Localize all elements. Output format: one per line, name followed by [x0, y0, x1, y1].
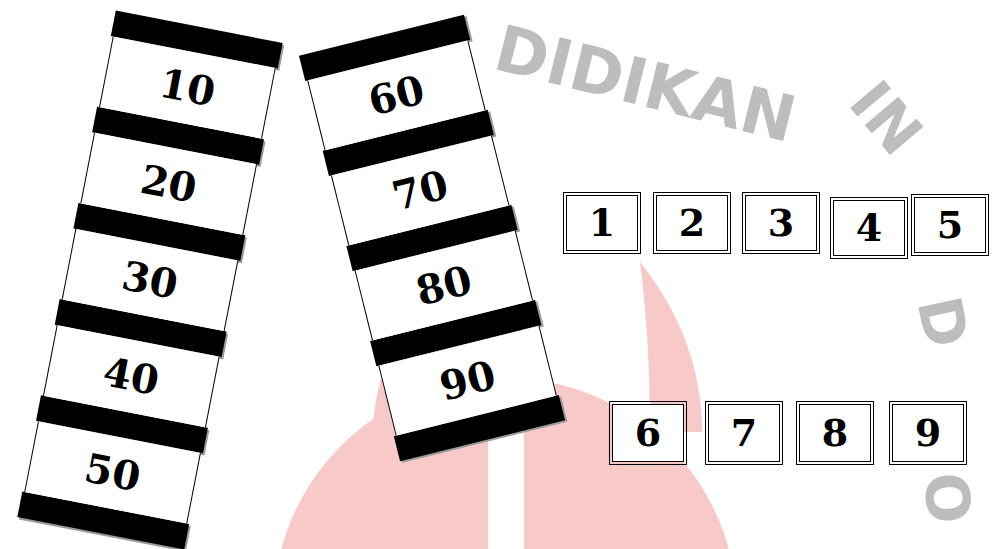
- watermark-text: IN: [840, 71, 933, 165]
- number-card: 5: [914, 197, 986, 253]
- number-text: 20: [138, 159, 200, 209]
- number-card: 9: [892, 404, 964, 462]
- watermark-text: DIDIKAN: [489, 16, 802, 152]
- ladder: 10 20 30 40 50: [17, 11, 282, 549]
- number-text: 9: [915, 414, 941, 452]
- number-text: 90: [436, 354, 500, 406]
- number-card: 7: [708, 404, 780, 462]
- number-text: 50: [81, 447, 143, 497]
- number-text: 1: [589, 204, 615, 242]
- number-text: 40: [100, 351, 162, 401]
- number-text: 8: [822, 414, 848, 452]
- number-card: 1: [566, 195, 638, 251]
- number-text: 30: [119, 255, 181, 305]
- number-text: 70: [388, 164, 452, 216]
- number-card: 3: [745, 195, 817, 251]
- number-text: 60: [365, 69, 429, 121]
- number-text: 3: [768, 204, 794, 242]
- number-text: 7: [731, 414, 757, 452]
- number-text: 4: [856, 209, 882, 247]
- number-card: 6: [612, 404, 684, 462]
- watermark-text: O: [915, 470, 979, 526]
- watermark-text: D: [908, 291, 977, 352]
- number-card: 2: [656, 195, 728, 251]
- number-text: 80: [412, 259, 476, 311]
- number-card: 8: [799, 404, 871, 462]
- number-text: 2: [679, 204, 705, 242]
- number-text: 5: [937, 206, 963, 244]
- number-text: 10: [156, 63, 218, 113]
- number-text: 6: [635, 414, 661, 452]
- number-card: 4: [833, 200, 905, 256]
